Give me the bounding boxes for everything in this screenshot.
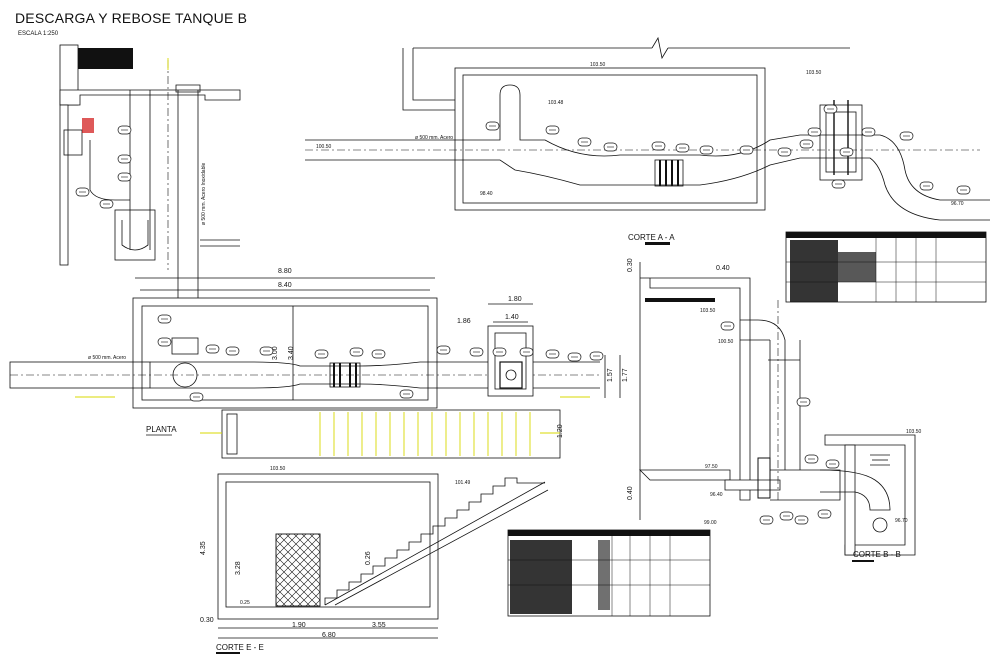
aa-elev-d: 96.40 [710,492,723,498]
top-left-elev: 100.50 [316,144,332,150]
callout-tags [75,104,971,525]
aa-elev-a: 103.50 [700,308,716,314]
corte-ee-view: 103.50 101.49 4.35 0.30 3.28 0.26 0.25 1… [200,466,549,654]
ee-dim-right: 3.55 [372,622,386,629]
ee-dim-total: 6.80 [322,632,336,639]
dim-stair-width: 1.20 [557,424,564,438]
top-longitudinal-section: 103.50 100.50 103.48 98.40 103.50 96.70 … [305,36,990,245]
vertical-pipe-note: ø 500 mm. Acero Inoxidable [201,163,207,225]
top-valve-elev: 103.50 [806,70,822,76]
section-inlet-note: ø 500 mm. Acero [415,135,453,141]
drawing-scale: ESCALA 1:250 [18,31,59,37]
dim-height-a: 3.00 [272,346,279,360]
aa-elev-b: 100.50 [718,339,734,345]
dim-height-b: 3.40 [288,346,295,360]
table-upper [785,231,987,303]
ee-step: 0.26 [365,551,372,565]
corte-aa-view: 0.30 0.40 0.40 103.50 100.50 97.50 96.40 [627,258,841,520]
aa-elev-c: 97.50 [705,464,718,470]
top-section-cota: 103.50 [590,62,606,68]
corte-ee-label: CORTE E - E [216,643,264,652]
planta-inlet-note: ø 500 mm. Acero [88,355,126,361]
table-lower [507,529,711,617]
ee-door: 3.28 [235,561,242,575]
bb-elev-in: 96.70 [895,518,908,524]
ee-top-cota: 103.50 [270,466,286,472]
dim-left-offset: 1.86 [457,318,471,325]
aa-base-dim: 0.40 [627,486,634,500]
ee-height: 4.35 [200,541,207,555]
dim-right-b: 1.77 [622,368,629,382]
left-chamber-area: ø 500 mm. Acero Inoxidable [59,44,241,360]
ee-base: 0.30 [200,617,214,624]
top-mid-elev: 103.48 [548,100,564,106]
top-bottom-elev: 98.40 [480,191,493,197]
dim-chamber-outer: 1.80 [508,296,522,303]
ee-side-cota: 101.49 [455,480,471,486]
dim-overall: 8.80 [278,268,292,275]
aa-elev-e: 99.00 [704,520,717,526]
corte-bb-label: CORTE B - B [853,550,901,559]
ee-dim-left: 1.90 [292,622,306,629]
top-out-elev: 96.70 [951,201,964,207]
drawing-title: DESCARGA Y REBOSE TANQUE B [15,10,248,26]
dim-right-a: 1.57 [607,368,614,382]
ee-side: 0.25 [240,600,250,606]
corte-aa-label: CORTE A - A [628,233,675,242]
aa-left-dim: 0.30 [627,258,634,272]
dim-inner: 8.40 [278,282,292,289]
planta-view: 8.80 8.40 ø 500 mm. Acero 1.80 1.40 1.86… [9,268,629,459]
corte-bb-view: 103.50 96.70 CORTE B - B 99.00 [704,429,922,562]
bb-elev-top: 103.50 [906,429,922,435]
planta-label: PLANTA [146,425,177,434]
dim-chamber-inner: 1.40 [505,314,519,321]
aa-top-dim: 0.40 [716,265,730,272]
